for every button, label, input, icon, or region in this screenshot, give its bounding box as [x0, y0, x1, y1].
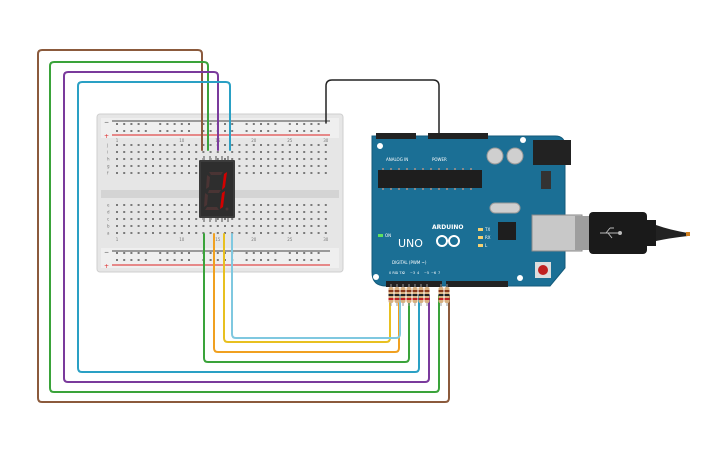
- resistor[interactable]: [424, 284, 430, 306]
- wire-yellow[interactable]: [223, 233, 391, 343]
- digital-label: DIGITAL (PWM ~): [392, 260, 427, 265]
- usb-icon: [600, 227, 622, 239]
- column-number: 10: [179, 237, 185, 242]
- row-letter: g: [107, 164, 110, 169]
- resistor[interactable]: [394, 284, 400, 306]
- wires[interactable]: [37, 49, 450, 403]
- column-number: 1: [116, 237, 119, 242]
- rail-plus-label-bottom: +: [104, 263, 109, 270]
- resistor[interactable]: [412, 284, 418, 306]
- column-number: 15: [215, 237, 221, 242]
- led-rx: [478, 236, 483, 239]
- power-label: POWER: [432, 157, 447, 162]
- column-number: 25: [287, 138, 293, 143]
- model-text: UNO: [398, 237, 423, 250]
- resistor[interactable]: [444, 284, 450, 306]
- digital-pin-label: 0 RX: [389, 271, 398, 275]
- arduino-logo: [436, 235, 460, 247]
- power-jack[interactable]: [533, 140, 571, 165]
- usb-port[interactable]: [531, 214, 583, 252]
- resistors[interactable]: [388, 284, 450, 306]
- breadboard-holes: [116, 123, 327, 261]
- digital-header-high[interactable]: [446, 281, 508, 287]
- usb-chip: [498, 222, 516, 240]
- resistor[interactable]: [438, 284, 444, 306]
- regulator: [541, 171, 551, 189]
- wire-purple[interactable]: [63, 71, 430, 383]
- digital-pin-label: ~5: [424, 271, 429, 275]
- row-letter: f: [107, 171, 109, 176]
- row-letter: h: [107, 157, 110, 162]
- column-number: 30: [323, 237, 329, 242]
- digital-pin-label: 2: [403, 271, 405, 275]
- digital-pin-label: 4: [417, 271, 420, 275]
- brand-text: ARDUINO: [432, 224, 463, 231]
- wire-green-top[interactable]: [49, 61, 440, 393]
- mount-hole: [520, 137, 526, 143]
- row-letter: j: [106, 143, 108, 148]
- mount-hole: [517, 275, 523, 281]
- tx-label: TX: [484, 227, 490, 232]
- digital-header-low[interactable]: [386, 281, 442, 287]
- column-number: 25: [287, 237, 293, 242]
- resistor[interactable]: [406, 284, 412, 306]
- l-label: L: [485, 243, 488, 248]
- mount-hole: [377, 143, 383, 149]
- wire-orange[interactable]: [213, 233, 400, 353]
- wire-lightblue[interactable]: [231, 233, 401, 339]
- on-label: ON: [385, 233, 391, 238]
- analog-in-label: ANALOG IN: [386, 157, 408, 162]
- atmega-chip: [378, 170, 482, 188]
- power-header[interactable]: [428, 133, 488, 139]
- wire-green-bottom[interactable]: [203, 233, 410, 363]
- digital-pin-label: 7: [438, 271, 440, 275]
- digital-pin-label: ~3: [410, 271, 415, 275]
- mount-hole: [373, 274, 379, 280]
- display-pins: [203, 156, 229, 222]
- rail-minus-label-bottom: −: [104, 249, 109, 256]
- led-tx: [478, 228, 483, 231]
- display-segments-off: [204, 172, 229, 211]
- column-number: 10: [179, 138, 185, 143]
- display-segments-on: [220, 172, 227, 209]
- column-number: 30: [323, 138, 329, 143]
- resistor[interactable]: [388, 284, 394, 306]
- column-number: 1: [116, 138, 119, 143]
- digital-pin-label: 1 TX: [396, 271, 404, 275]
- row-letter: i: [107, 150, 108, 155]
- resistor[interactable]: [418, 284, 424, 306]
- analog-header[interactable]: [376, 133, 416, 139]
- wire-teal[interactable]: [77, 81, 420, 373]
- seven-segment-display[interactable]: 1: [0, 0, 235, 222]
- usb-cable[interactable]: [575, 212, 690, 254]
- crystal: [489, 202, 521, 214]
- wire-black-gnd[interactable]: [325, 79, 440, 137]
- rail-minus-label-top: −: [104, 119, 109, 126]
- row-letter: a: [107, 231, 110, 236]
- digital-pin-label: ~6: [431, 271, 436, 275]
- column-number: 20: [251, 237, 257, 242]
- led-on: [378, 234, 383, 237]
- row-letter: d: [107, 210, 110, 215]
- reset-button[interactable]: [538, 265, 548, 275]
- wire-brown[interactable]: [37, 49, 450, 403]
- row-letter: c: [107, 217, 109, 222]
- column-number: 20: [251, 138, 257, 143]
- display-digit: 1: [0, 0, 1, 1]
- row-letter: e: [107, 203, 110, 208]
- led-l: [478, 244, 483, 247]
- arduino-uno-board[interactable]: ANALOG IN POWER TX RX L ON: [371, 133, 583, 287]
- row-letter: b: [107, 224, 110, 229]
- capacitor: [506, 147, 524, 165]
- rx-label: RX: [485, 235, 491, 240]
- rail-plus-label-top: +: [104, 133, 109, 140]
- resistor[interactable]: [400, 284, 406, 306]
- capacitor: [486, 147, 504, 165]
